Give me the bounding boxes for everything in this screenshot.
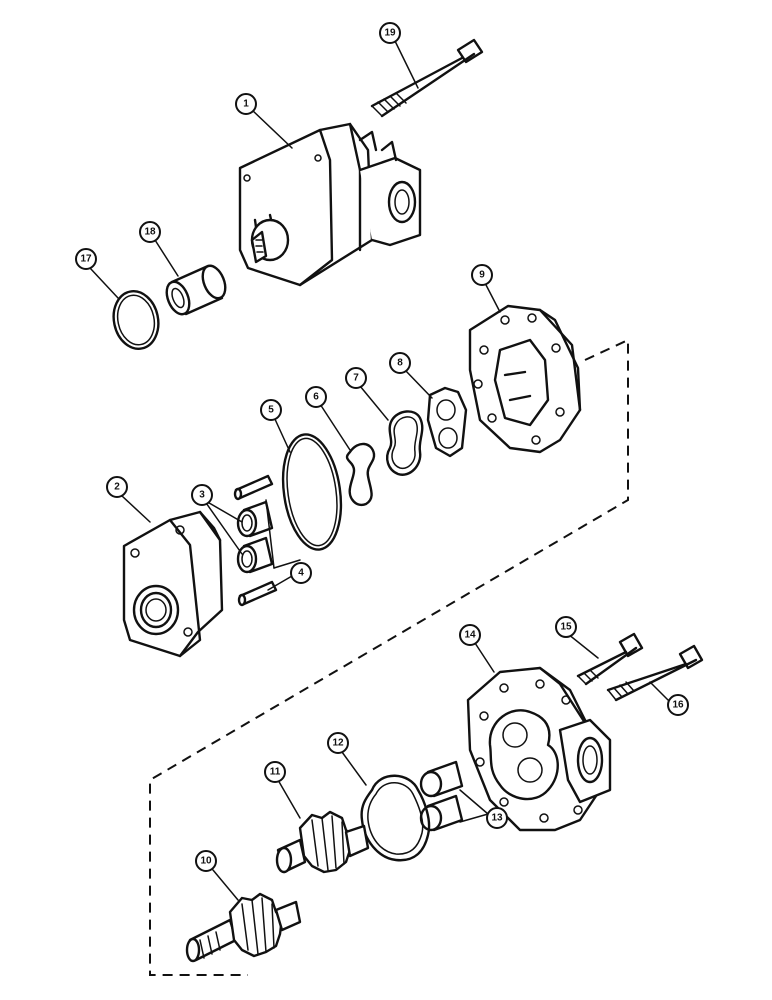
part-16-bolt	[606, 644, 704, 702]
part-2-front-cover	[122, 510, 224, 658]
callout-3-label: 3	[199, 490, 205, 501]
part-13-bushings	[419, 760, 464, 832]
part-8-gasket	[426, 386, 468, 458]
callout-7-label: 7	[353, 373, 359, 384]
callout-17: 17	[75, 248, 97, 270]
part-15-bolt	[576, 632, 644, 686]
callout-18-label: 18	[144, 227, 156, 238]
callout-11: 11	[264, 761, 286, 783]
callout-19: 19	[379, 22, 401, 44]
callout-5-label: 5	[268, 405, 274, 416]
part-4-dowel-pins	[233, 474, 278, 607]
part-7-seal	[386, 410, 424, 476]
callout-16: 16	[667, 694, 689, 716]
callout-9: 9	[471, 264, 493, 286]
callout-8: 8	[389, 352, 411, 374]
callout-1: 1	[235, 93, 257, 115]
callout-4-label: 4	[298, 568, 304, 579]
callout-6: 6	[305, 386, 327, 408]
callout-1-label: 1	[243, 99, 249, 110]
callout-7: 7	[345, 367, 367, 389]
callout-4: 4	[290, 562, 312, 584]
part-5-o-ring	[281, 433, 343, 551]
callout-11-label: 11	[270, 767, 281, 778]
callout-12: 12	[327, 732, 349, 754]
callout-3: 3	[191, 484, 213, 506]
part-19-bolt	[370, 38, 484, 118]
part-10-drive-gear	[185, 892, 302, 963]
callout-19-label: 19	[384, 28, 396, 39]
part-17-o-ring	[112, 290, 160, 350]
callout-13: 13	[486, 807, 508, 829]
callout-18: 18	[139, 221, 161, 243]
callout-6-label: 6	[313, 392, 319, 403]
assembly-boundary-line	[149, 338, 629, 976]
part-3-bushings	[236, 500, 274, 574]
part-9-body-plate	[468, 304, 582, 454]
callout-10-label: 10	[200, 856, 212, 867]
part-12-seal-ring	[360, 774, 431, 862]
callout-5: 5	[260, 399, 282, 421]
part-11-idler-gear	[275, 810, 370, 874]
callout-15-label: 15	[560, 622, 572, 633]
callout-9-label: 9	[479, 270, 485, 281]
part-1-pump-assembly	[238, 122, 422, 287]
callout-14-label: 14	[464, 630, 476, 641]
callout-8-label: 8	[397, 358, 403, 369]
callout-10: 10	[195, 850, 217, 872]
callout-15: 15	[555, 616, 577, 638]
callout-12-label: 12	[332, 738, 344, 749]
part-6-seal	[345, 442, 376, 507]
callout-16-label: 16	[672, 700, 684, 711]
part-14-gear-housing	[466, 666, 612, 832]
callout-2: 2	[106, 476, 128, 498]
callout-13-label: 13	[491, 813, 503, 824]
callout-17-label: 17	[80, 254, 92, 265]
callout-2-label: 2	[114, 482, 120, 493]
callout-14: 14	[459, 624, 481, 646]
leader-lines	[89, 40, 669, 901]
part-18-coupling	[165, 264, 227, 316]
